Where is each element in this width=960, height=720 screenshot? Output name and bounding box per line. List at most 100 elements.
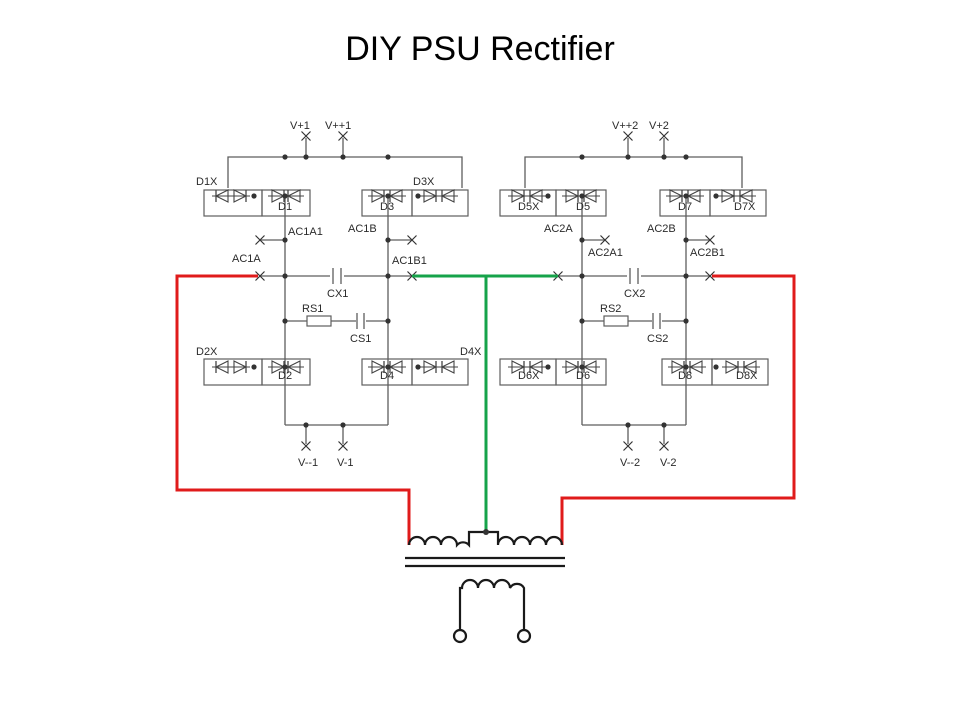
diode-d7x-a-icon	[718, 189, 738, 203]
junction-dot	[579, 364, 585, 370]
diode-d4-a-icon	[368, 360, 388, 374]
diode-d4x-b-icon	[438, 360, 458, 374]
junction-dot	[385, 273, 391, 279]
diode-d6x-b-icon	[526, 360, 546, 374]
capacitor-cs1	[356, 313, 365, 329]
junction-dot	[625, 422, 631, 428]
label-ac2b: AC2B	[647, 223, 676, 235]
label-ac2a: AC2A	[544, 223, 573, 235]
labels: V+1 V++1 V++2 V+2 D1X D1 D3 D3X D5X D5 D…	[196, 120, 758, 469]
label-d7: D7	[678, 201, 692, 213]
diode-d5x-b-icon	[526, 189, 546, 203]
diode-d4x-a-icon	[420, 360, 440, 374]
label-ac1a1: AC1A1	[288, 226, 323, 238]
terminal-x-icon	[623, 441, 633, 451]
label-cs1: CS1	[350, 333, 371, 345]
label-d2x: D2X	[196, 346, 218, 358]
ac-lead-right	[560, 274, 796, 545]
terminal-x-icon	[705, 235, 715, 245]
terminal-x-icon	[659, 131, 669, 141]
label-v-plusplus-2: V++2	[612, 120, 638, 132]
label-ac1b1: AC1B1	[392, 255, 427, 267]
diode-d7-a-icon	[666, 189, 686, 203]
diode-box-d7x	[709, 189, 767, 217]
label-ac1b: AC1B	[348, 223, 377, 235]
junction-dot	[282, 154, 288, 160]
junction-dot	[385, 318, 391, 324]
diode-d2x-a-icon	[212, 360, 232, 374]
resistor-rs2	[603, 315, 629, 327]
junction-dot	[683, 273, 689, 279]
capacitor-cx2	[629, 268, 639, 284]
terminal-marks	[255, 131, 715, 451]
diode-d6-a-icon	[562, 360, 582, 374]
secondary-winding-left	[407, 530, 486, 548]
transformer	[405, 529, 565, 644]
label-rs2: RS2	[600, 303, 621, 315]
junction-dot	[661, 422, 667, 428]
diode-box-d1	[261, 189, 311, 217]
junction-dot	[415, 364, 421, 370]
label-v-minusminus-2: V--2	[620, 457, 640, 469]
junction-dot	[282, 193, 288, 199]
diode-d3-a-icon	[368, 189, 388, 203]
label-d1: D1	[278, 201, 292, 213]
diode-d5x-a-icon	[508, 189, 528, 203]
junction-dot	[625, 154, 631, 160]
junction-dot	[282, 364, 288, 370]
label-cx1: CX1	[327, 288, 348, 300]
junction-dot	[579, 154, 585, 160]
diode-d1x-b-icon	[230, 189, 250, 203]
capacitor-cx1	[332, 268, 342, 284]
junction-dot	[683, 237, 689, 243]
junction-dot	[579, 237, 585, 243]
terminal-x-icon	[623, 131, 633, 141]
junction-dot	[683, 318, 689, 324]
terminal-x-icon	[255, 271, 265, 281]
junction-dot	[579, 273, 585, 279]
label-v-plus-1: V+1	[290, 120, 310, 132]
label-d5: D5	[576, 201, 590, 213]
junction-dot	[251, 364, 257, 370]
diode-d3x-a-icon	[420, 189, 440, 203]
label-cx2: CX2	[624, 288, 645, 300]
junction-dot	[282, 237, 288, 243]
terminal-x-icon	[600, 235, 610, 245]
junction-dot	[385, 237, 391, 243]
label-d1x: D1X	[196, 176, 218, 188]
junction-dot	[545, 364, 551, 370]
secondary-winding-right	[486, 530, 564, 546]
label-ac2b1: AC2B1	[690, 247, 725, 259]
diode-d5-a-icon	[562, 189, 582, 203]
diode-d2x-b-icon	[230, 360, 250, 374]
junction-dot	[683, 154, 689, 160]
resistor-rs1	[306, 315, 332, 327]
diode-box-d8x	[711, 358, 769, 386]
junction-dot	[385, 364, 391, 370]
diode-box-d3x	[411, 189, 469, 217]
capacitor-cs2	[652, 313, 661, 329]
diode-box-d6	[555, 358, 607, 386]
junction-dot	[579, 193, 585, 199]
diode-box-d5	[555, 189, 607, 217]
terminal-x-icon	[659, 441, 669, 451]
label-rs1: RS1	[302, 303, 323, 315]
diode-box-d4x	[411, 358, 469, 386]
primary-winding	[458, 578, 526, 634]
ac-lead-left	[175, 274, 411, 545]
rectifier-1	[203, 138, 469, 444]
label-ac2a1: AC2A1	[588, 247, 623, 259]
label-d3: D3	[380, 201, 394, 213]
diode-box-d2x	[203, 358, 263, 386]
junction-dot	[303, 422, 309, 428]
junction-dot	[385, 193, 391, 199]
label-d2: D2	[278, 370, 292, 382]
junction-dots	[251, 154, 719, 428]
diode-d8x-b-icon	[740, 360, 760, 374]
terminal-x-icon	[255, 235, 265, 245]
junction-dot	[340, 154, 346, 160]
terminal-x-icon	[407, 235, 417, 245]
diode-d1x-a-icon	[212, 189, 232, 203]
junction-dot	[661, 154, 667, 160]
